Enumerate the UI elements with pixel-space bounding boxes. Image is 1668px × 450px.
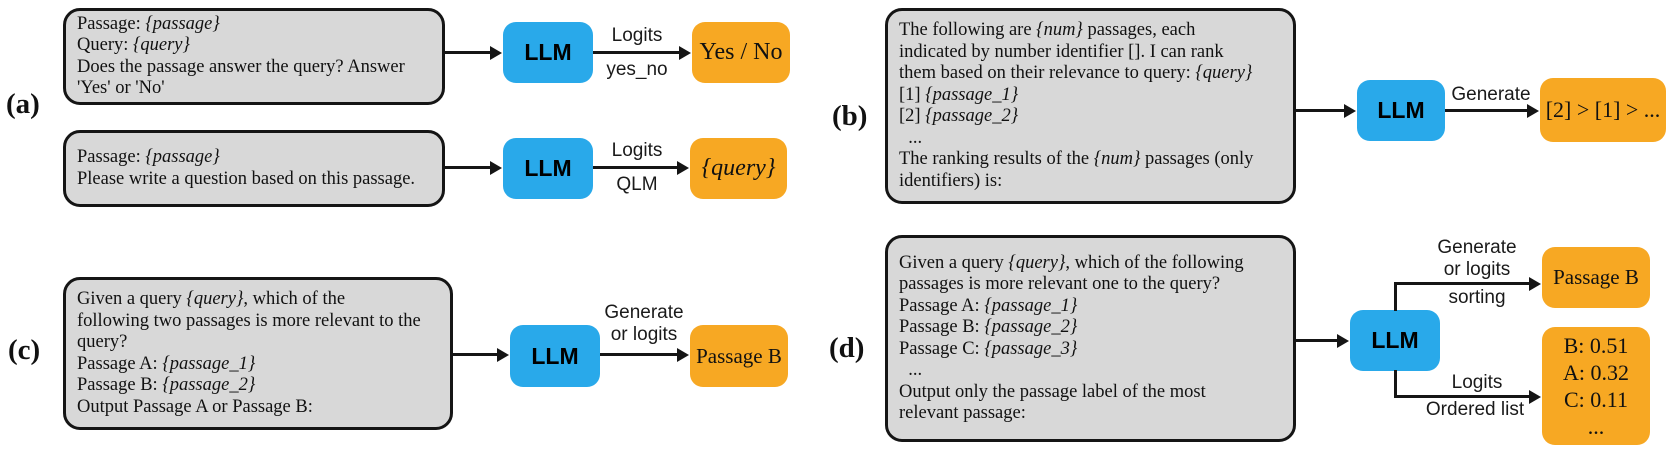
arrow-label-generate: Generate (1437, 237, 1517, 258)
arrow-label-generate: Generate (604, 302, 684, 323)
arrow (1394, 395, 1530, 398)
arrow (593, 51, 680, 54)
arrow-label-logits: Logits (611, 25, 663, 46)
panel-c-label: (c) (8, 334, 41, 366)
arrow (1296, 109, 1345, 112)
arrow-label-yes-no: yes_no (606, 59, 668, 80)
output-box-ranking: [2] > [1] > ... (1540, 78, 1666, 142)
arrow (600, 353, 678, 356)
arrow-label-logits: Logits (1451, 372, 1503, 393)
arrow (453, 353, 498, 356)
prompt-box-setwise: Given a query {query}, which of the foll… (885, 235, 1296, 442)
arrow (1445, 109, 1528, 112)
arrow-label-generate: Generate (1451, 84, 1531, 105)
arrow-label-or-logits: or logits (610, 324, 678, 345)
output-box-passage-b: Passage B (1542, 247, 1650, 308)
panel-a-label: (a) (6, 88, 40, 120)
output-box-query: {query} (690, 138, 787, 199)
llm-box: LLM (1350, 310, 1440, 371)
output-box-passage-b: Passage B (690, 325, 788, 387)
llm-box: LLM (510, 325, 600, 387)
arrow (593, 166, 678, 169)
llm-box: LLM (503, 22, 593, 83)
arrow-label-sorting: sorting (1448, 287, 1506, 308)
llm-box: LLM (1357, 80, 1445, 141)
panel-d-label: (d) (829, 332, 865, 364)
arrow (1296, 339, 1338, 342)
connector-line (1394, 284, 1397, 311)
llm-box: LLM (503, 138, 593, 199)
arrow-label-ordered-list: Ordered list (1425, 399, 1525, 420)
prompt-box-relevance-generation: Passage: {passage}Query: {query}Does the… (63, 8, 445, 105)
arrow (445, 166, 491, 169)
arrow (1394, 282, 1530, 285)
arrow-label-logits: Logits (611, 140, 663, 161)
connector-line (1394, 370, 1397, 397)
arrow (445, 51, 491, 54)
prompt-box-query-generation: Passage: {passage}Please write a questio… (63, 130, 445, 207)
arrow-label-qlm: QLM (616, 174, 658, 195)
panel-b-label: (b) (832, 100, 868, 132)
output-box-yes-no: Yes / No (692, 22, 790, 83)
arrow-label-or-logits: or logits (1443, 259, 1511, 280)
